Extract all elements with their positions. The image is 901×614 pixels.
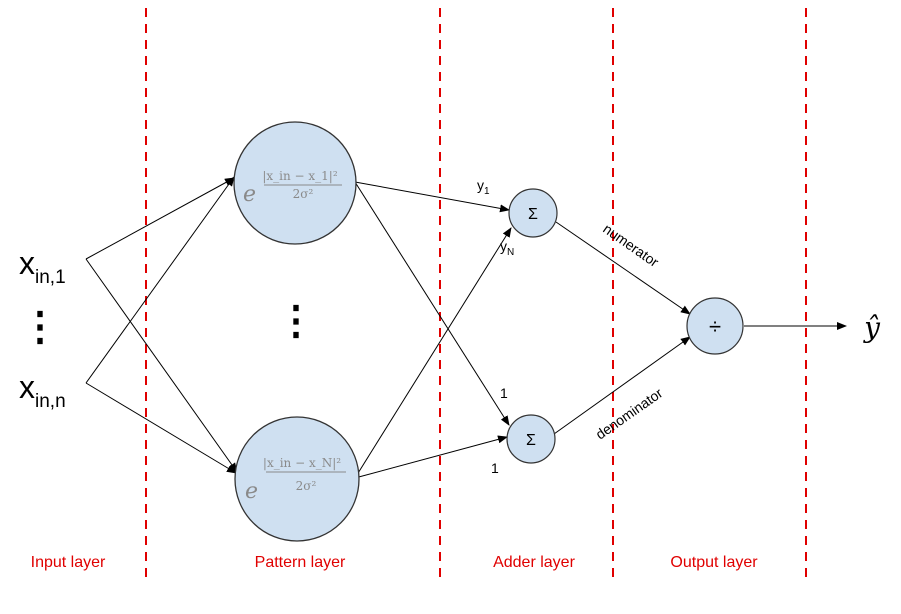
divide-symbol: ÷ [709,314,721,339]
formula-base: e [245,479,258,504]
denominator-label: denominator [593,385,666,443]
pattern-neuron-top: e |x_in − x_1|² 2σ² [233,121,357,245]
layer-label-adder: Adder layer [493,554,575,571]
svg-text:xin,n: xin,n [19,369,66,412]
edge [555,221,691,315]
pattern-ellipsis: ⋮ [276,297,316,344]
neuron-circle [234,416,360,542]
svg-text:xin,1: xin,1 [19,245,66,288]
pattern-edges [354,181,512,479]
formula-denominator: 2σ² [293,187,314,201]
edge [85,258,238,473]
edge [85,382,237,474]
pattern-neuron-bottom: e |x_in − x_N|² 2σ² [234,416,360,542]
formula-numerator: |x_in − x_1|² [262,169,338,183]
edge [85,177,235,260]
input-ellipsis: ⋮ [20,303,60,350]
edge [354,435,508,479]
numerator-label: numerator [600,220,662,270]
weight-label-one-top: 1 [500,385,508,401]
weight-label-y1: y1 [477,177,490,197]
adder-edges [553,221,847,435]
edge [553,336,691,435]
adder-node-top: Σ [508,188,558,238]
input-node-last: xin,n [19,369,66,412]
sum-symbol: Σ [528,206,538,223]
input-edges [85,176,238,474]
output-result: ŷ [862,311,881,344]
edge [354,181,510,426]
adder-circle [508,188,558,238]
sum-symbol: Σ [526,432,536,449]
adder-node-bottom: Σ [506,414,556,464]
adder-circle [506,414,556,464]
edge [354,227,512,479]
output-circle [686,297,744,355]
edge [354,181,510,213]
layer-label-pattern: Pattern layer [255,554,346,571]
weight-label-one-bottom: 1 [491,460,499,476]
weight-label-yN: yN [500,238,514,258]
layer-label-input: Input layer [31,554,106,571]
output-node: ÷ [686,297,744,355]
layer-label-output: Output layer [670,554,758,571]
neuron-circle [233,121,357,245]
edge [85,176,235,384]
formula-base: e [243,182,256,207]
formula-denominator: 2σ² [296,479,317,493]
input-node-first: xin,1 [19,245,66,288]
formula-numerator: |x_in − x_N|² [263,456,341,470]
